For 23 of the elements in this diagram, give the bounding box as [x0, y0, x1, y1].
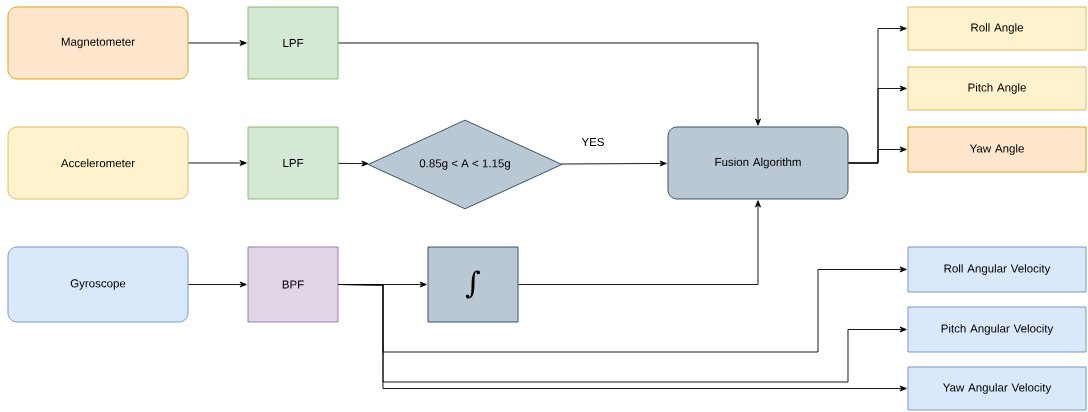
arrow [560, 160, 667, 167]
integrator-box: ∫ [427, 246, 519, 323]
arrow [188, 160, 247, 166]
arrow [188, 281, 247, 288]
arrow [338, 160, 369, 167]
arrow [188, 40, 247, 46]
arrow [848, 146, 907, 164]
sensor-box: Magnetometer [7, 6, 189, 80]
filter-box: LPF [247, 126, 339, 200]
sensor-box: Accelerometer [7, 126, 189, 200]
sensor-box: Gyroscope [7, 246, 189, 323]
output-box: Yaw Angle [907, 126, 1087, 173]
output-box: Roll Angular Velocity [907, 246, 1087, 293]
arrow [518, 200, 761, 285]
edge-label: YES [580, 136, 606, 148]
output-box: Pitch Angle [907, 66, 1087, 111]
output-box: Pitch Angular Velocity [907, 306, 1087, 353]
output-box: Yaw Angular Velocity [907, 366, 1087, 411]
process-box: Fusion Algorithm [667, 126, 849, 200]
arrow [338, 42, 761, 126]
filter-box: LPF [247, 6, 339, 80]
output-box: Roll Angle [907, 6, 1087, 51]
filter-box: BPF [247, 246, 339, 323]
